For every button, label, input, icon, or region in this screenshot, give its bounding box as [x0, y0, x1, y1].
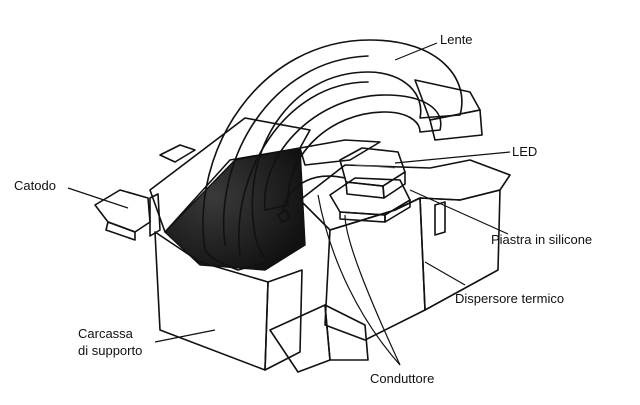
- label-silicon-plate: Piastra in silicone: [491, 232, 592, 247]
- label-support-housing-line2: di supporto: [78, 343, 142, 358]
- leader-lines: [67, 42, 511, 366]
- rear-frame: [299, 79, 483, 166]
- conductor-wire: [277, 175, 346, 223]
- silicon-plate: [329, 177, 411, 223]
- label-support-housing-line1: Carcassa: [78, 326, 134, 341]
- label-cathode: Catodo: [14, 178, 56, 193]
- cathode-tab: [94, 189, 161, 241]
- label-conductor: Conduttore: [370, 371, 434, 386]
- label-heat-sink: Dispersore termico: [455, 291, 564, 306]
- label-led: LED: [512, 144, 537, 159]
- support-housing: [149, 117, 311, 371]
- lens: [202, 39, 463, 271]
- led-chip: [339, 147, 406, 199]
- label-lens: Lente: [440, 32, 473, 47]
- heat-sink: [269, 159, 511, 373]
